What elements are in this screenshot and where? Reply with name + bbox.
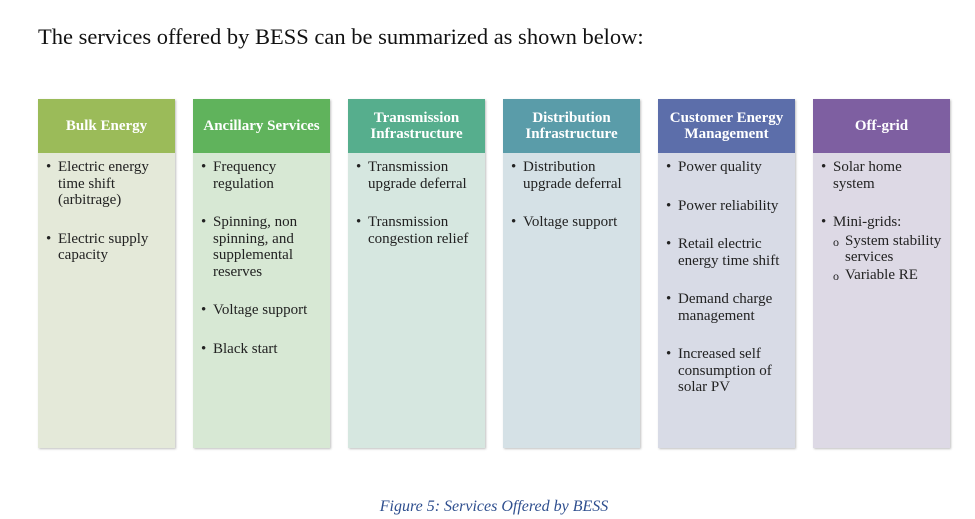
sub-list-item: Variable RE [833,267,944,284]
column-header: Bulk Energy [38,99,175,153]
list-item: Power quality [664,159,789,176]
service-column: Bulk EnergyElectric energy time shift (a… [38,99,175,448]
list-item: Spinning, non spinning, and supplemental… [199,214,324,280]
column-body: Power qualityPower reliabilityRetail ele… [658,153,795,448]
service-item: Power reliability [678,197,779,214]
service-item: Electric supply capacity [58,230,149,264]
list-item: Power reliability [664,198,789,215]
service-item: Transmission upgrade deferral [368,159,467,192]
list-item: Voltage support [199,302,324,319]
list-item: Electric energy time shift (arbitrage) [44,159,169,209]
service-item: Retail electric energy time shift [678,236,780,269]
service-item: Voltage support [523,214,618,230]
service-item: Power quality [678,159,762,175]
service-column: Off-gridSolar home systemMini-grids: Syst… [813,99,950,448]
service-item: Mini-grids: [833,214,902,230]
service-item: Voltage support [213,302,308,318]
service-item: Black start [213,340,278,357]
column-body: Transmission upgrade deferralTransmissio… [348,153,485,448]
column-header: Transmission Infrastructure [348,99,485,153]
list-item: Solar home system [819,159,944,192]
service-item: Distribution upgrade deferral [523,159,622,192]
service-item: Solar home system [833,159,902,192]
service-column: Customer Energy ManagementPower qualityP… [658,99,795,448]
list-item: Retail electric energy time shift [664,236,789,269]
list-item: Transmission congestion relief [354,214,479,247]
column-header: Distribution Infrastructure [503,99,640,153]
service-item: Frequency regulation [213,159,277,192]
sub-list-item: System stability services [833,233,944,266]
column-header: Ancillary Services [193,99,330,153]
column-body: Solar home systemMini-grids: System stabi… [813,153,950,448]
column-body: Electric energy time shift (arbitrage) El… [38,153,175,448]
list-item: Voltage support [509,214,634,231]
list-item: Transmission upgrade deferral [354,159,479,192]
list-item: Frequency regulation [199,159,324,192]
column-body: Frequency regulationSpinning, non spinni… [193,153,330,448]
list-item: Distribution upgrade deferral [509,159,634,192]
column-header: Customer Energy Management [658,99,795,153]
list-item: Black start [199,341,324,358]
list-item: Mini-grids: System stability servicesVari… [819,214,944,283]
service-column: Ancillary ServicesFrequency regulationSp… [193,99,330,448]
service-column: Transmission InfrastructureTransmission … [348,99,485,448]
list-item: Demand charge management [664,291,789,324]
service-item: Increased self consumption of solar PV [678,346,772,395]
intro-text: The services offered by BESS can be summ… [38,24,644,49]
service-item: Electric energy time shift (arbitrage) [58,159,149,208]
service-column: Distribution InfrastructureDistribution … [503,99,640,448]
list-item: Electric supply capacity [44,231,169,264]
column-body: Distribution upgrade deferralVoltage sup… [503,153,640,448]
list-item: Increased self consumption of solar PV [664,346,789,396]
service-item: Transmission congestion relief [368,214,469,247]
service-item: Demand charge management [678,291,773,324]
figure-caption: Figure 5: Services Offered by BESS [379,498,609,515]
service-item: Spinning, non spinning, and supplemental… [213,214,298,280]
column-header: Off-grid [813,99,950,153]
